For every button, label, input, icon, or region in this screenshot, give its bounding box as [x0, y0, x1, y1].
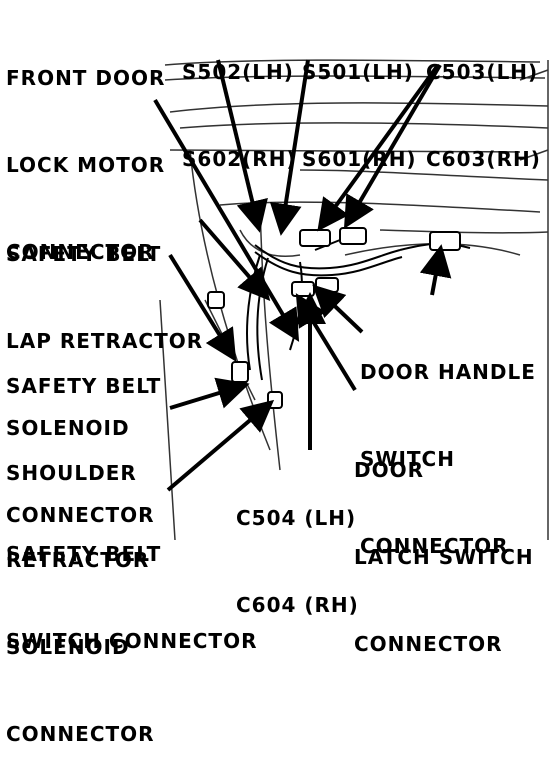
door-handle-connector-shape [429, 231, 461, 251]
arrow-c503-b [343, 63, 442, 229]
arrow-shoulder-retractor-b [169, 377, 250, 410]
label-line: S501(LH) [302, 60, 414, 84]
door-wiring-diagram [153, 59, 549, 541]
label-line: LATCH SWITCH [354, 545, 534, 569]
label-lap-retractor-solenoid: SAFETY BELT LAP RETRACTOR SOLENOID CONNE… [6, 182, 203, 559]
label-s501-s601: S501(LH) S601(RH) [302, 0, 417, 203]
label-line: C603(RH) [426, 147, 541, 171]
label-line: C504 (LH) [236, 506, 357, 530]
shoulder-solenoid-connector-shape [231, 361, 249, 383]
label-line: LOCK MOTOR [6, 153, 166, 177]
arrow-s502 [216, 59, 268, 233]
label-line: S601(RH) [302, 147, 417, 171]
label-line: LAP RETRACTOR [6, 329, 204, 353]
arrow-shoulder-retractor-a [168, 253, 237, 362]
arrow-door-handle-right [419, 244, 452, 296]
label-s502-s602: S502(LH) S602(RH) [182, 0, 297, 203]
label-line: SWITCH CONNECTOR [6, 629, 258, 653]
label-belt-switch-connector: SAFETY BELT SWITCH CONNECTOR [6, 482, 257, 685]
label-line: SAFETY BELT [6, 542, 162, 566]
label-line: SOLENOID [6, 416, 130, 440]
label-line: C503(LH) [426, 60, 539, 84]
belt-switch-connector-shape [267, 391, 283, 409]
c503-connector-shape [299, 229, 331, 247]
label-line: SWITCH [360, 447, 455, 471]
label-line: CONNECTOR [354, 632, 503, 656]
label-line: CONNECTOR [6, 240, 155, 264]
label-line: SHOULDER [6, 461, 137, 485]
arrow-belt-switch [166, 399, 275, 492]
label-door-latch-switch: DOOR LATCH SWITCH CONNECTOR [354, 398, 534, 688]
label-line: SAFETY BELT [6, 374, 162, 398]
label-line: CONNECTOR [6, 722, 155, 746]
arrow-s501 [269, 59, 310, 236]
arrow-lap-retractor [198, 218, 271, 302]
label-c504-c604: C504 (LH) C604 (RH) [236, 446, 359, 649]
callout-arrows [153, 59, 452, 492]
label-line: SAFETY BELT [6, 242, 162, 266]
arrow-c503-a [317, 63, 440, 232]
label-line: S602(RH) [182, 147, 297, 171]
label-line: FRONT DOOR [6, 66, 166, 90]
label-front-door-lock-motor: FRONT DOOR LOCK MOTOR CONNECTOR [6, 6, 165, 296]
label-line: CONNECTOR [6, 503, 155, 527]
lap-solenoid-connector-shape [207, 291, 225, 309]
label-line: S502(LH) [182, 60, 294, 84]
label-line: DOOR HANDLE [360, 360, 536, 384]
label-line: DOOR [354, 458, 425, 482]
label-line: C604 (RH) [236, 593, 359, 617]
arrow-door-handle [312, 284, 364, 334]
arrow-front-door-lock-motor [153, 98, 300, 342]
arrow-door-latch [295, 293, 357, 392]
door-latch-connector-shape [291, 281, 315, 297]
label-c503-c603: C503(LH) C603(RH) [426, 0, 541, 203]
c501-connector-shape [339, 227, 367, 245]
